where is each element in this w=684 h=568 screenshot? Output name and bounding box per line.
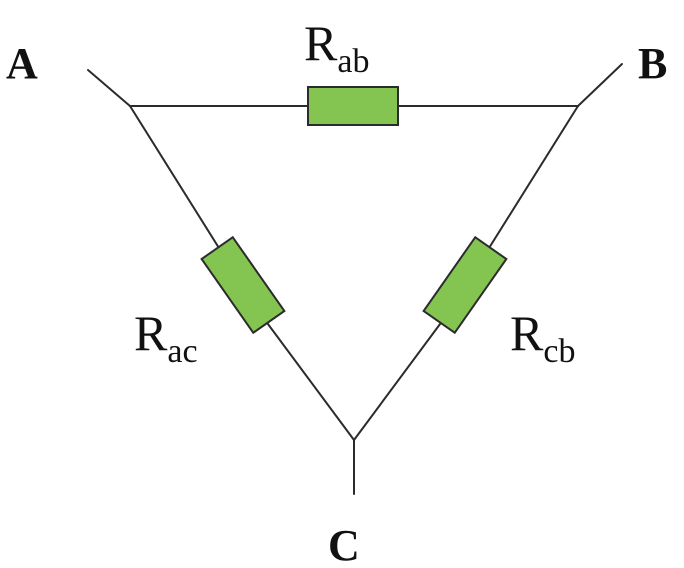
resistor-label-cb-subscript: cb [543, 333, 575, 370]
resistor-label-ac-symbol: R [134, 305, 168, 361]
wire-right-upper [483, 105, 579, 257]
node-label-c: C [328, 521, 360, 568]
wires [87, 63, 623, 495]
resistor-label-ab: Rab [304, 15, 369, 80]
wire-right-lower [353, 315, 447, 441]
resistor-label-cb: Rcb [510, 305, 575, 370]
resistors [200, 86, 508, 335]
resistor-label-ab-symbol: R [304, 15, 338, 71]
node-label-a: A [6, 39, 38, 88]
lead-b [577, 63, 623, 107]
node-label-b: B [638, 39, 667, 88]
resistor-label-ac: Rac [134, 305, 198, 370]
resistor-cb [422, 235, 508, 335]
wire-left-upper [129, 105, 225, 257]
resistor-ab [307, 86, 399, 126]
lead-a [87, 69, 131, 107]
resistor-label-ac-subscript: ac [167, 333, 197, 370]
wire-left-lower [261, 315, 355, 441]
resistor-label-ab-subscript: ab [337, 43, 369, 80]
resistor-ac [200, 235, 286, 335]
resistor-label-cb-symbol: R [510, 305, 544, 361]
